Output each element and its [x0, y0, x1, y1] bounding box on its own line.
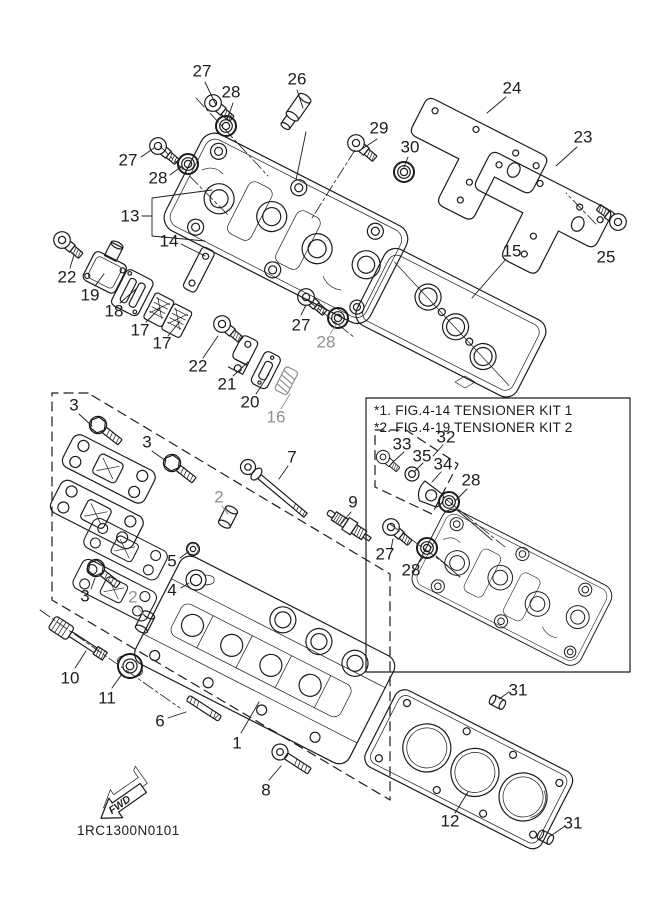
washer-35-drawing	[404, 466, 420, 482]
head-cover-gasket-drawing	[355, 247, 547, 398]
bracket-plate-23-drawing	[449, 149, 614, 295]
bolt-3-drawing	[159, 450, 200, 488]
cylinder-head-drawing	[134, 555, 396, 765]
bolt-29-drawing	[343, 130, 381, 166]
valve-10-drawing	[48, 616, 108, 661]
cylinder-head-cover-kit-drawing	[407, 504, 617, 671]
plate-20-drawing	[250, 351, 281, 390]
plug-4-drawing	[185, 569, 215, 591]
grommet-28-drawing	[416, 537, 438, 559]
dowel-31-drawing	[487, 693, 508, 711]
reed-valve-cover-19-drawing	[82, 240, 127, 294]
bolt-22-drawing	[209, 311, 247, 347]
stud-6-drawing	[186, 695, 222, 722]
small-plate-glyph	[454, 375, 476, 389]
tensioner-34-drawing	[417, 480, 444, 508]
tappet-2-drawing	[216, 503, 240, 531]
leader-lines	[69, 81, 578, 836]
assembly-dashed-outline	[51, 392, 391, 801]
bolt-7-drawing	[239, 458, 308, 518]
grommet-30-drawing	[393, 161, 415, 183]
head-gasket-drawing	[364, 689, 574, 850]
bolt-22-drawing	[49, 227, 87, 263]
tensioner-kit-inner-dashed-box	[374, 429, 459, 515]
drawing-code: 1RC1300N0101	[77, 823, 180, 838]
spark-plug-9-drawing	[326, 509, 372, 542]
gasket-18-drawing	[110, 269, 154, 317]
grommet-28-drawing	[327, 307, 349, 329]
nut-5-drawing	[185, 541, 201, 557]
bolt-3-drawing	[85, 412, 126, 450]
bracket-plate-24-drawing	[385, 95, 550, 241]
bolt-33-drawing	[373, 447, 403, 476]
fwd-arrow: FWD	[100, 765, 148, 819]
center-lines	[39, 97, 597, 709]
tensioner-kit-note-line2: *2. FIG.4-19 TENSIONER KIT 2	[374, 420, 573, 435]
grommet-28-drawing	[177, 153, 199, 175]
bolt-8-drawing	[271, 743, 312, 775]
spring-16-drawing	[274, 366, 299, 396]
joint-21-drawing	[227, 335, 259, 375]
seal-11-drawing	[117, 653, 143, 679]
bolt-27-drawing	[378, 514, 416, 550]
tensioner-kit-note: *1. FIG.4-14 TENSIONER KIT 1 *2. FIG.4-1…	[374, 402, 573, 436]
tensioner-kit-note-line1: *1. FIG.4-14 TENSIONER KIT 1	[374, 403, 573, 418]
pipe-26-drawing	[280, 92, 312, 131]
